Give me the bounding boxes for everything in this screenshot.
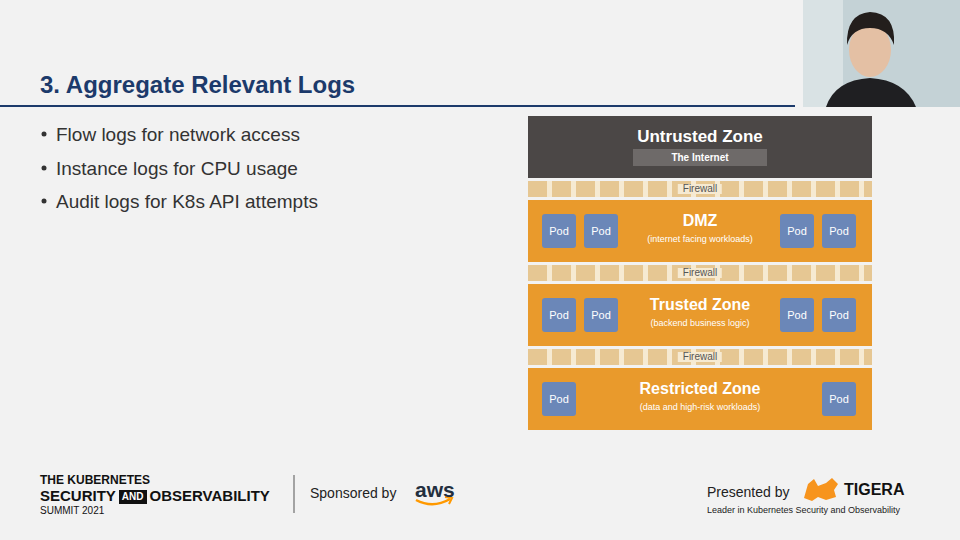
node-heading: Pod (542, 310, 576, 321)
zone-band: Restricted Zone (data and high-risk workl… (528, 368, 872, 430)
node-heading: DMZ (528, 213, 872, 229)
pod-box: Pod (542, 298, 576, 332)
presenter-tagline: Leader in Kubernetes Security and Observ… (707, 506, 900, 515)
node-heading: Pod (542, 394, 576, 405)
title-rule (0, 105, 795, 107)
webcam-image (803, 0, 960, 107)
sponsor-text: Sponsored by (310, 486, 396, 500)
node-heading: Pod (780, 226, 814, 237)
node-heading: The Internet (633, 153, 767, 163)
node-heading: Firewall (678, 268, 722, 278)
node-heading: Pod (822, 394, 856, 405)
sponsor-logo-text: aws (415, 479, 455, 500)
node-heading: Trusted Zone (528, 297, 872, 313)
node-heading: Pod (780, 310, 814, 321)
zone-band: Trusted Zone (backend business logic)Pod P… (528, 284, 872, 346)
subtitle-box: The Internet (633, 149, 767, 166)
node-subtitle: (data and high-risk workloads) (528, 403, 872, 412)
pod-box: Pod (584, 214, 618, 248)
zone-band: Untrusted ZoneThe Internet (528, 116, 872, 178)
node-heading: Pod (584, 310, 618, 321)
node-heading: Firewall (678, 184, 722, 194)
pod-box: Pod (822, 298, 856, 332)
bullet-text: Audit logs for K8s API attempts (56, 192, 318, 211)
pod-box: Pod (822, 214, 856, 248)
bullet-text: Flow logs for network access (56, 125, 300, 144)
node-heading: Restricted Zone (528, 381, 872, 397)
node-heading: Pod (542, 226, 576, 237)
tigera-logo-icon (804, 478, 838, 501)
bullet-text: Instance logs for CPU usage (56, 159, 298, 178)
node-subtitle: (internet facing workloads) (528, 235, 872, 244)
pod-box: Pod (780, 298, 814, 332)
node-heading: Untrusted Zone (528, 128, 872, 145)
pod-box: Pod (584, 298, 618, 332)
node-subtitle: (backend business logic) (528, 319, 872, 328)
presenter-logo-text: TIGERA (844, 482, 904, 498)
pod-box: Pod (780, 214, 814, 248)
event-name: THE KUBERNETES (40, 474, 150, 486)
node-heading: Pod (822, 226, 856, 237)
firewall-band: Firewall (528, 181, 872, 197)
node-heading: Firewall (678, 352, 722, 362)
event-name: AND (119, 490, 147, 504)
slide-title: 3. Aggregate Relevant Logs (40, 73, 355, 97)
event-name: OBSERVABILITY (150, 488, 270, 503)
presenter-text: Presented by (707, 485, 790, 499)
firewall-band: Firewall (528, 349, 872, 365)
pod-box: Pod (542, 382, 576, 416)
firewall-band: Firewall (528, 265, 872, 281)
event-year: SUMMIT 2021 (40, 506, 104, 516)
node-heading: Pod (822, 310, 856, 321)
event-name: SECURITY (40, 488, 116, 503)
pod-box: Pod (822, 382, 856, 416)
zone-band: DMZ (internet facing workloads)Pod Pod Pod P… (528, 200, 872, 262)
bullet-dots (42, 132, 47, 204)
footer-separator (294, 475, 295, 513)
pod-box: Pod (542, 214, 576, 248)
node-heading: Pod (584, 226, 618, 237)
